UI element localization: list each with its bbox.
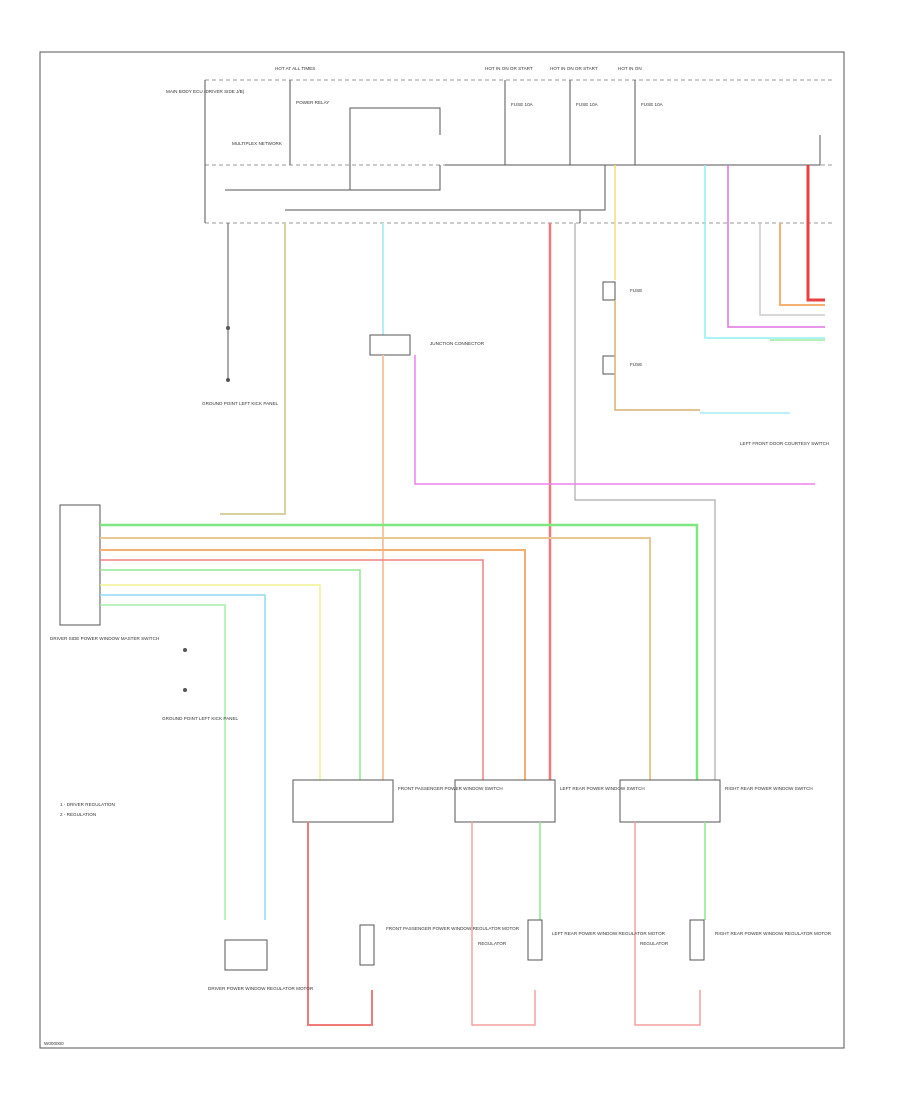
- svg-text:FUSE 10A: FUSE 10A: [641, 102, 664, 107]
- svg-text:MULTIPLEX NETWORK: MULTIPLEX NETWORK: [232, 141, 283, 146]
- center-connector: JUNCTION CONNECTOR: [369, 334, 485, 356]
- wire-red-motor-1: [307, 822, 373, 1026]
- master-switch: DRIVER SIDE POWER WINDOW MASTER SWITCH: [50, 504, 159, 641]
- svg-text:FUSE 10A: FUSE 10A: [511, 102, 534, 107]
- svg-text:FUSE: FUSE: [630, 288, 642, 293]
- svg-text:GROUND POINT LEFT KICK PANEL: GROUND POINT LEFT KICK PANEL: [202, 401, 279, 406]
- right-rear-regulator-motor: RIGHT REAR POWER WINDOW REGULATOR MOTOR …: [640, 919, 832, 961]
- wire-orange-main: [100, 549, 526, 780]
- svg-text:POWER RELAY: POWER RELAY: [296, 100, 329, 105]
- wire-magenta-center: [414, 355, 815, 485]
- svg-text:REGULATOR: REGULATOR: [640, 941, 669, 946]
- svg-text:FRONT PASSENGER POWER WINDOW S: FRONT PASSENGER POWER WINDOW SWITCH: [398, 786, 503, 791]
- top-fuse-label-1: HOT AT ALL TIMES: [275, 66, 315, 71]
- diagram-frame: [39, 51, 845, 1049]
- door-switch-label: LEFT FRONT DOOR COURTESY SWITCH: [740, 441, 829, 446]
- wire-gray-harness: [759, 223, 825, 316]
- wire-magenta-right: [727, 165, 825, 328]
- svg-text:LEFT REAR POWER WINDOW REGULAT: LEFT REAR POWER WINDOW REGULATOR MOTOR: [552, 931, 666, 936]
- legend-item-1: 1 - DRIVER REGULATION: [60, 802, 115, 807]
- left-rear-switch: LEFT REAR POWER WINDOW SWITCH: [454, 779, 645, 823]
- front-passenger-switch: FRONT PASSENGER POWER WINDOW SWITCH: [292, 779, 503, 823]
- right-rear-switch: RIGHT REAR POWER WINDOW SWITCH: [619, 779, 813, 823]
- svg-text:RIGHT REAR POWER WINDOW REGULA: RIGHT REAR POWER WINDOW REGULATOR MOTOR: [715, 931, 832, 936]
- top-fuse-label-4: HOT IN ON: [618, 66, 642, 71]
- left-rear-regulator-motor: LEFT REAR POWER WINDOW REGULATOR MOTOR R…: [478, 919, 666, 961]
- svg-text:FUSE: FUSE: [630, 362, 642, 367]
- wire-yellow-lower: [100, 584, 321, 780]
- wire-tan-relay: [614, 300, 700, 411]
- top-fuse-label-3: HOT IN ON OR START: [550, 66, 598, 71]
- svg-text:DRIVER POWER WINDOW REGULATOR: DRIVER POWER WINDOW REGULATOR MOTOR: [208, 986, 314, 991]
- svg-text:LEFT REAR POWER WINDOW SWITCH: LEFT REAR POWER WINDOW SWITCH: [560, 786, 645, 791]
- svg-text:FUSE 10A: FUSE 10A: [576, 102, 599, 107]
- fuse-column-4: FUSE 10A: [634, 80, 664, 165]
- wire-red-main: [100, 559, 484, 780]
- wire-cyan-right: [704, 165, 825, 339]
- ground-symbol-2: GROUND POINT LEFT KICK PANEL: [162, 648, 239, 721]
- fuse-column-2: FUSE 10A: [504, 80, 534, 165]
- wire-red-motor-2: [471, 822, 536, 1026]
- ground-symbol-1: GROUND POINT LEFT KICK PANEL: [202, 326, 279, 406]
- wire-red-motor-3: [634, 822, 701, 1026]
- relay-upper: FUSE: [602, 281, 642, 301]
- wire-green-lowest: [100, 604, 226, 920]
- wire-green-lower: [100, 569, 361, 780]
- front-passenger-motor: FRONT PASSENGER POWER WINDOW REGULATOR M…: [359, 924, 520, 966]
- wire-olive-left: [220, 223, 286, 515]
- svg-text:JUNCTION CONNECTOR: JUNCTION CONNECTOR: [430, 341, 485, 346]
- fuse-column-1: POWER RELAY: [289, 80, 329, 165]
- wire-orange-right: [779, 223, 825, 306]
- wire-red-right: [806, 165, 825, 302]
- svg-text:FRONT PASSENGER POWER WINDOW R: FRONT PASSENGER POWER WINDOW REGULATOR M…: [386, 926, 520, 931]
- svg-text:GROUND POINT LEFT KICK PANEL: GROUND POINT LEFT KICK PANEL: [162, 716, 239, 721]
- svg-text:RIGHT REAR POWER WINDOW SWITCH: RIGHT REAR POWER WINDOW SWITCH: [725, 786, 813, 791]
- footer-code: W000000: [44, 1041, 64, 1046]
- wire-gray-right: [574, 223, 716, 780]
- driver-motor: DRIVER POWER WINDOW REGULATOR MOTOR: [208, 939, 314, 991]
- wire-tan-main: [100, 537, 651, 780]
- legend-item-2: 2 - REGULATION: [60, 812, 96, 817]
- top-fuse-label-2: HOT IN ON OR START: [485, 66, 533, 71]
- svg-text:DRIVER SIDE POWER WINDOW MASTE: DRIVER SIDE POWER WINDOW MASTER SWITCH: [50, 636, 159, 641]
- svg-text:REGULATOR: REGULATOR: [478, 941, 507, 946]
- wire-green-main: [100, 523, 699, 780]
- junction-internal-wiring: MULTIPLEX NETWORK: [204, 80, 821, 223]
- fuse-column-3: FUSE 10A: [569, 80, 599, 165]
- wire-lightblue-lower: [100, 594, 266, 920]
- relay-lower: FUSE: [602, 355, 642, 375]
